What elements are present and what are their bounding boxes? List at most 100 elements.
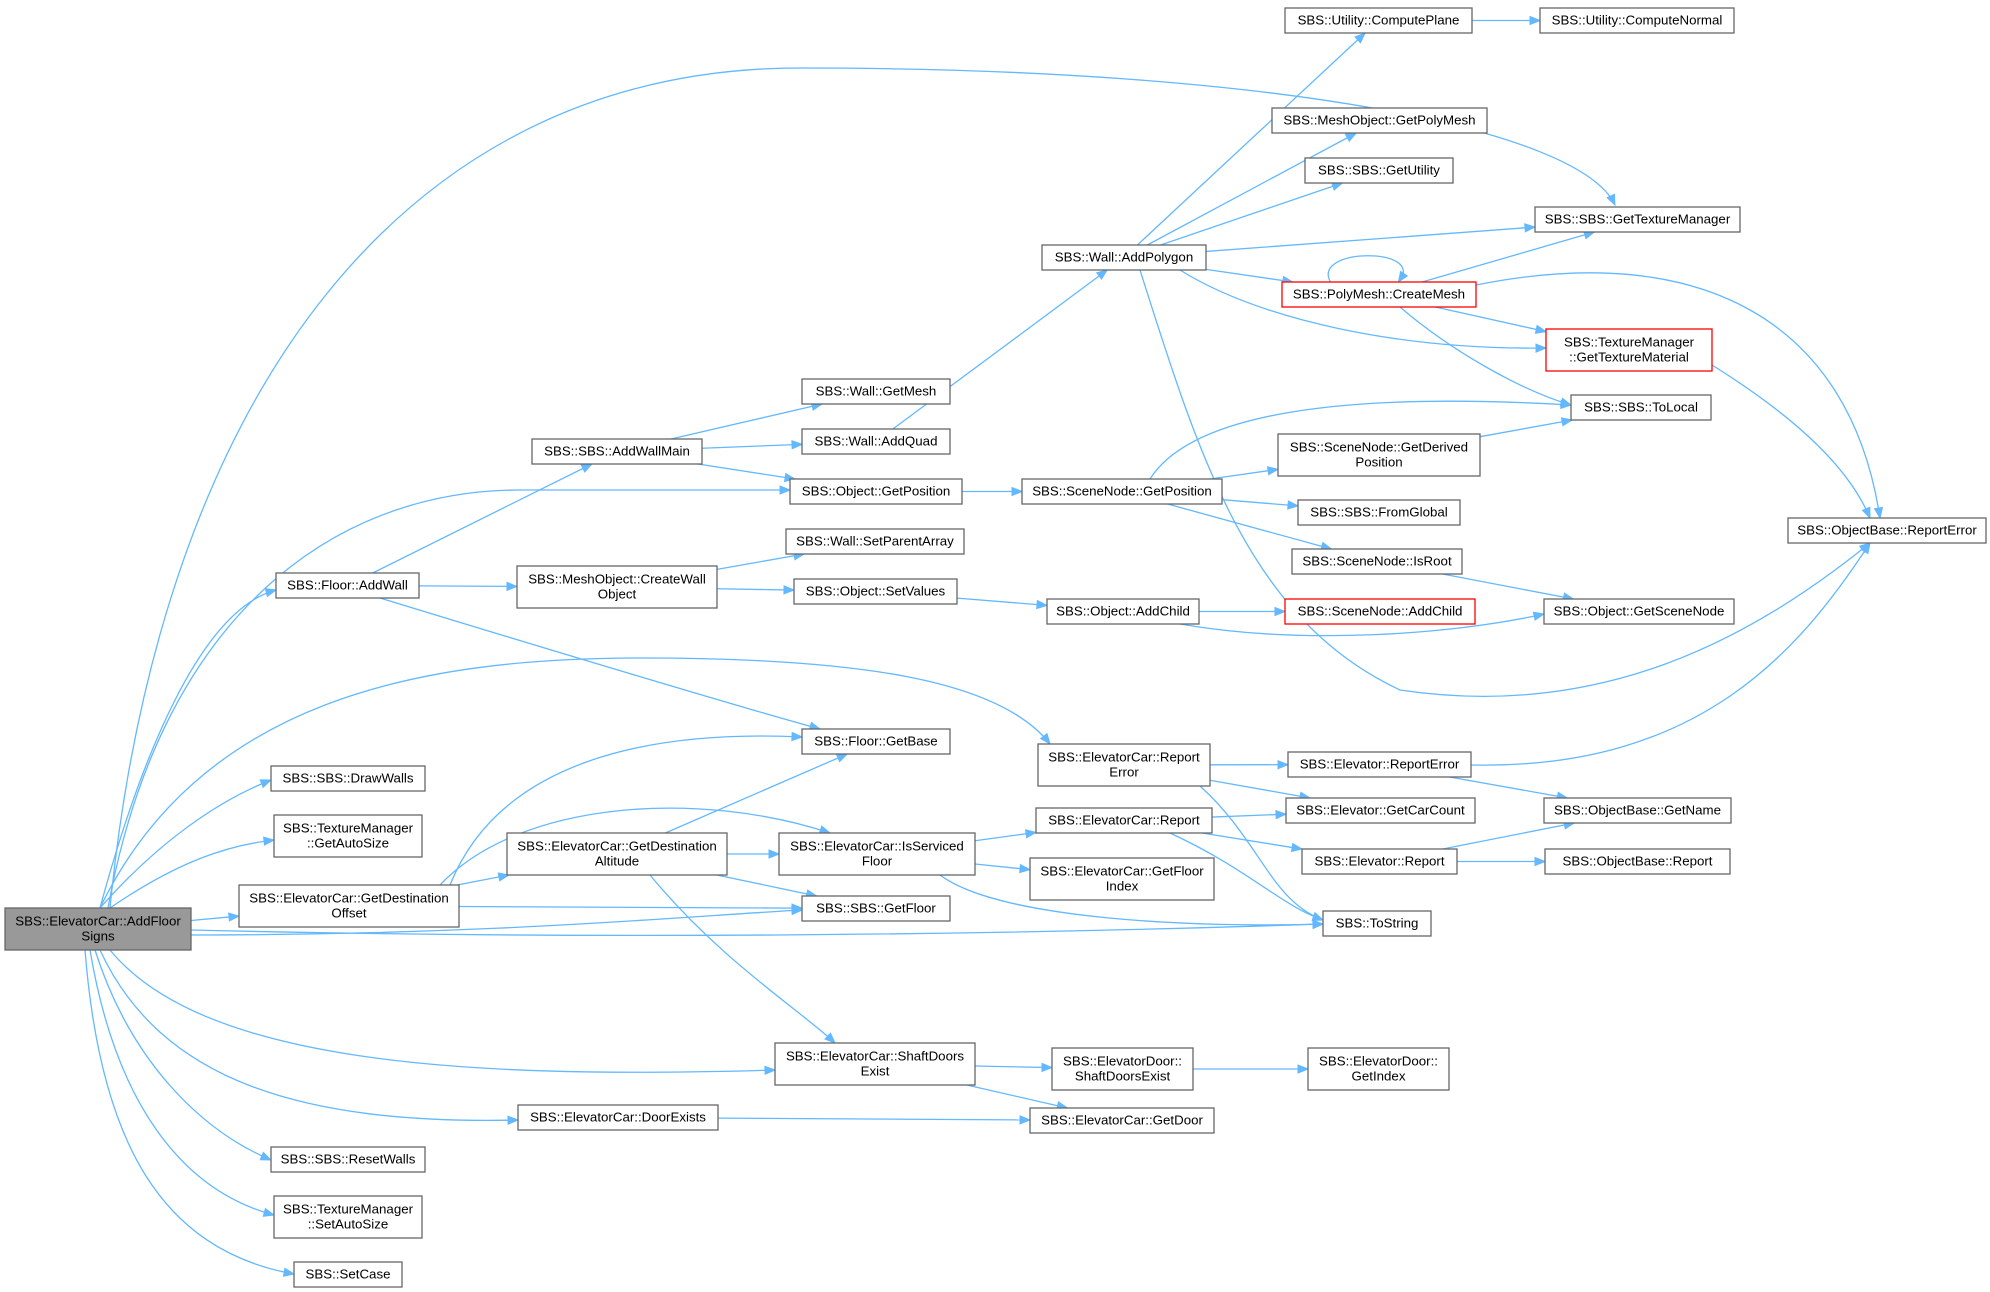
- node-sbs-elevatordoor-getindex[interactable]: SBS::ElevatorDoor::GetIndex: [1307, 1047, 1450, 1091]
- node-sbs-elevatorcar-shaftdoors-exist[interactable]: SBS::ElevatorCar::ShaftDoorsExist: [774, 1042, 976, 1086]
- node-sbs-elevator-getcarcount[interactable]: SBS::Elevator::GetCarCount: [1285, 797, 1476, 824]
- node-box: [1287, 751, 1472, 778]
- node-sbs-elevatorcar-report[interactable]: SBS::ElevatorCar::Report: [1035, 807, 1213, 834]
- node-box: [801, 728, 951, 755]
- edge-n0-to-n49: [84, 949, 296, 1277]
- node-sbs-scenenode-getposition[interactable]: SBS::SceneNode::GetPosition: [1021, 478, 1223, 505]
- node-sbs-wall-getmesh[interactable]: SBS::Wall::GetMesh: [801, 378, 951, 405]
- node-sbs-elevatordoor-shaftdoorsexist[interactable]: SBS::ElevatorDoor::ShaftDoorsExist: [1051, 1047, 1194, 1091]
- node-sbs-tostring[interactable]: SBS::ToString: [1322, 910, 1432, 937]
- arrowhead-icon: [1354, 32, 1367, 44]
- node-sbs-scenenode-isroot[interactable]: SBS::SceneNode::IsRoot: [1291, 548, 1463, 575]
- node-label: SBS::ToString: [1336, 916, 1419, 931]
- node-sbs-sbs-getutility[interactable]: SBS::SBS::GetUtility: [1304, 157, 1454, 184]
- node-box: [1271, 107, 1488, 134]
- node-sbs-object-addchild[interactable]: SBS::Object::AddChild: [1046, 598, 1200, 625]
- edge-n1-to-n2: [372, 463, 594, 574]
- node-sbs-floor-getbase[interactable]: SBS::Floor::GetBase: [801, 728, 951, 755]
- node-sbs-elevatorcar-report-error[interactable]: SBS::ElevatorCar::ReportError: [1037, 743, 1211, 787]
- node-label: SBS::ElevatorDoor::: [1319, 1054, 1438, 1069]
- arrowhead-icon: [835, 753, 849, 763]
- node-sbs-floor-addwall[interactable]: SBS::Floor::AddWall: [275, 572, 420, 599]
- node-sbs-sbs-addwallmain[interactable]: SBS::SBS::AddWallMain: [531, 438, 703, 465]
- node-sbs-object-setvalues[interactable]: SBS::Object::SetValues: [793, 578, 958, 605]
- node-box: [531, 438, 703, 465]
- node-label: Signs: [81, 929, 115, 944]
- node-sbs-sbs-tolocal[interactable]: SBS::SBS::ToLocal: [1570, 394, 1712, 421]
- node-label: Offset: [331, 906, 367, 921]
- node-sbs-utility-computenormal[interactable]: SBS::Utility::ComputeNormal: [1539, 7, 1735, 34]
- node-sbs-sbs-getfloor[interactable]: SBS::SBS::GetFloor: [801, 895, 951, 922]
- edge-line: [1442, 822, 1575, 850]
- node-label: SBS::SceneNode::IsRoot: [1302, 554, 1452, 569]
- arrowhead-icon: [791, 440, 804, 450]
- arrowhead-icon: [1039, 732, 1051, 746]
- node-box: [1545, 328, 1713, 372]
- node-label: SBS::Elevator::Report: [1314, 854, 1444, 869]
- node-box: [273, 814, 423, 858]
- node-sbs-texturemanager-setautosize[interactable]: SBS::TextureManager::SetAutoSize: [273, 1195, 423, 1239]
- edge-line: [701, 443, 803, 449]
- node-box: [801, 895, 951, 922]
- node-sbs-elevatorcar-doorexists[interactable]: SBS::ElevatorCar::DoorExists: [517, 1104, 719, 1131]
- node-box: [517, 1104, 719, 1131]
- node-label: Altitude: [595, 854, 639, 869]
- node-sbs-texturemanager-getautosize[interactable]: SBS::TextureManager::GetAutoSize: [273, 814, 423, 858]
- node-sbs-elevator-report[interactable]: SBS::Elevator::Report: [1301, 848, 1458, 875]
- arrowhead-icon: [259, 1151, 273, 1161]
- node-sbs-objectbase-reporterror[interactable]: SBS::ObjectBase::ReportError: [1787, 517, 1987, 544]
- edge-line: [372, 463, 593, 574]
- arrowhead-icon: [1311, 912, 1325, 922]
- node-sbs-elevatorcar-getdoor[interactable]: SBS::ElevatorCar::GetDoor: [1029, 1107, 1215, 1134]
- node-sbs-sbs-drawwalls[interactable]: SBS::SBS::DrawWalls: [270, 765, 426, 792]
- edge-n16-to-n18: [1221, 499, 1300, 510]
- node-sbs-sbs-gettexturemanager[interactable]: SBS::SBS::GetTextureManager: [1534, 206, 1741, 233]
- edge-n35-to-n36: [727, 849, 781, 859]
- node-label: Object: [598, 587, 637, 602]
- node-sbs-scenenode-addchild[interactable]: SBS::SceneNode::AddChild: [1284, 598, 1476, 625]
- node-sbs-utility-computeplane[interactable]: SBS::Utility::ComputePlane: [1284, 7, 1473, 34]
- node-sbs-object-getscenenode[interactable]: SBS::Object::GetSceneNode: [1543, 598, 1735, 625]
- edge-line: [1147, 132, 1357, 246]
- edge-n21-to-n23: [716, 585, 796, 595]
- node-sbs-meshobject-getpolymesh[interactable]: SBS::MeshObject::GetPolyMesh: [1271, 107, 1488, 134]
- node-sbs-wall-addpolygon[interactable]: SBS::Wall::AddPolygon: [1041, 244, 1207, 271]
- node-box: [1029, 1107, 1215, 1134]
- node-sbs-objectbase-getname[interactable]: SBS::ObjectBase::GetName: [1543, 797, 1732, 824]
- node-sbs-wall-addquad[interactable]: SBS::Wall::AddQuad: [801, 428, 951, 455]
- edge-line: [1442, 573, 1574, 600]
- node-box: [1041, 244, 1207, 271]
- edge-line: [1399, 306, 1572, 406]
- node-label: SBS::TextureManager: [1564, 335, 1695, 350]
- node-sbs-sbs-resetwalls[interactable]: SBS::SBS::ResetWalls: [270, 1146, 426, 1173]
- node-sbs-sbs-fromglobal[interactable]: SBS::SBS::FromGlobal: [1297, 499, 1461, 526]
- node-box: [785, 528, 965, 555]
- edge-line: [1211, 813, 1287, 818]
- node-label: SBS::SBS::AddWallMain: [544, 444, 690, 459]
- node-sbs-wall-setparentarray[interactable]: SBS::Wall::SetParentArray: [785, 528, 965, 555]
- node-sbs-elevator-reporterror[interactable]: SBS::Elevator::ReportError: [1287, 751, 1472, 778]
- node-label: SBS::MeshObject::GetPolyMesh: [1283, 113, 1475, 128]
- node-box: [1570, 394, 1712, 421]
- edge-n45-to-n46: [717, 1115, 1032, 1125]
- edge-line: [1149, 400, 1572, 480]
- edge-line: [99, 779, 272, 909]
- node-label: SBS::Wall::GetMesh: [816, 384, 937, 399]
- node-sbs-polymesh-createmesh[interactable]: SBS::PolyMesh::CreateMesh: [1281, 281, 1477, 308]
- node-sbs-setcase[interactable]: SBS::SetCase: [293, 1261, 403, 1288]
- node-box: [1035, 807, 1213, 834]
- node-label: SBS::ObjectBase::GetName: [1554, 803, 1721, 818]
- node-sbs-object-getposition[interactable]: SBS::Object::GetPosition: [789, 478, 963, 505]
- arrowhead-icon: [1287, 500, 1300, 510]
- node-sbs-texturemanager-gettexturematerial[interactable]: SBS::TextureManager::GetTextureMaterial: [1545, 328, 1713, 372]
- node-label: ::GetAutoSize: [307, 836, 389, 851]
- node-sbs-objectbase-report[interactable]: SBS::ObjectBase::Report: [1544, 848, 1731, 875]
